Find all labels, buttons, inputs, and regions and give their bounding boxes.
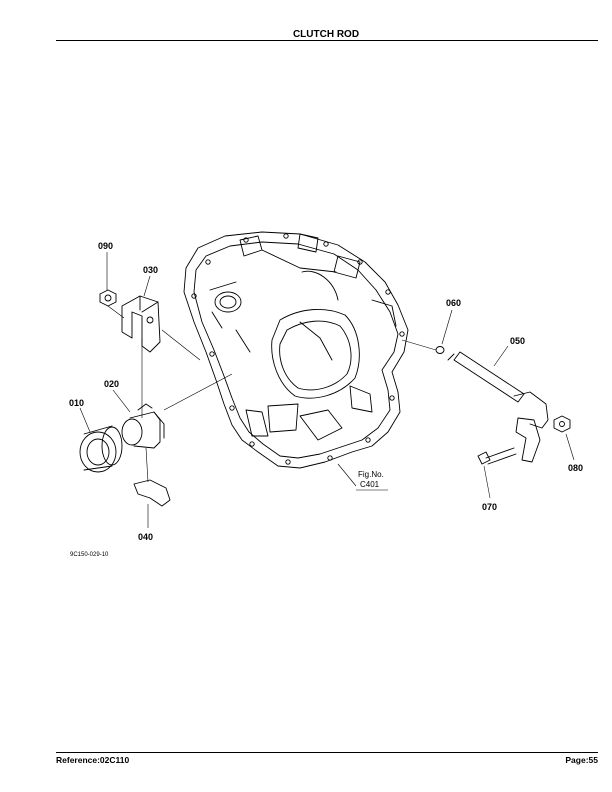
part-010-release-bearing (79, 425, 123, 473)
figure-ref-label: Fig.No. (358, 470, 384, 479)
part-070-bolt (477, 447, 517, 465)
callout-030: 030 (143, 265, 158, 275)
part-030-release-fork (121, 295, 161, 353)
drawing-id: 9C150-029-10 (70, 552, 109, 558)
callout-020: 020 (104, 379, 119, 389)
page-title: CLUTCH ROD (292, 29, 360, 40)
footer-rule (56, 752, 598, 753)
callout-050: 050 (510, 336, 525, 346)
leader-lines (79, 252, 575, 528)
part-050-clutch-shaft (447, 351, 549, 463)
header-rule (56, 40, 598, 41)
transmission-housing (183, 231, 409, 469)
page-number: Page:55 (565, 755, 598, 765)
part-090-nut (99, 289, 117, 307)
part-020-bearing-hub (121, 403, 165, 449)
callout-090: 090 (98, 241, 113, 251)
callout-010: 010 (69, 398, 84, 408)
callout-040: 040 (138, 532, 153, 542)
callout-080: 080 (568, 463, 583, 473)
callout-060: 060 (446, 298, 461, 308)
reference-label: Reference:02C110 (56, 755, 130, 765)
part-040-spring-clip (133, 479, 171, 507)
callout-070: 070 (482, 502, 497, 512)
figure-ref-number: C401 (360, 480, 380, 489)
part-080-nut (553, 415, 571, 433)
part-060-o-ring (435, 346, 445, 354)
